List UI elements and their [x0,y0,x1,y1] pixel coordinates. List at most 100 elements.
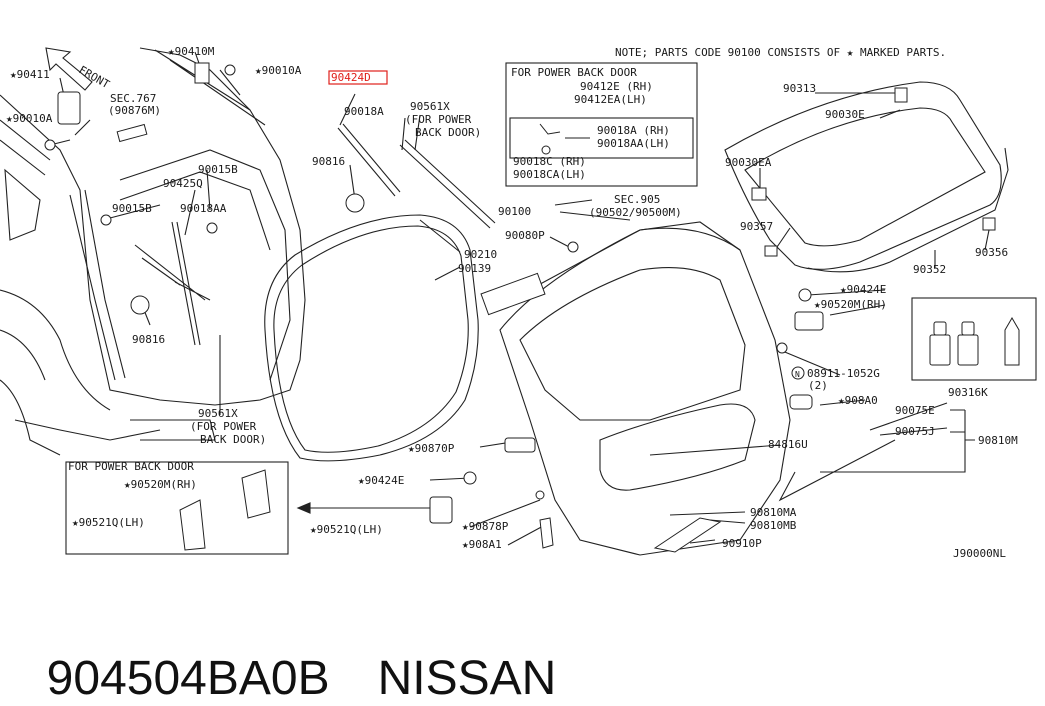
label-90018a: 90018A [344,105,384,118]
label-for-power-bot: (FOR POWER [190,420,257,433]
label-90139: 90139 [458,262,491,275]
label-back-door-bot: BACK DOOR) [200,433,266,446]
part-90878p [535,490,545,500]
body-roof [0,49,266,176]
weatherstrip-inner [273,225,469,453]
label-90520m-right: ★90520M(RH) [814,298,887,311]
label-90030e: 90030E [825,108,865,121]
part-90910p [653,517,722,553]
label-90357: 90357 [740,220,773,233]
part-90424e-left [463,471,477,485]
label-90816-top: 90816 [312,155,345,168]
box-top-line-5: 90018C (RH) [513,155,586,168]
part-90816-top [345,193,365,213]
label-90810mb: 90810MB [750,519,797,532]
box-top-line-4: 90018AA(LH) [597,137,670,150]
label-908a0: ★908A0 [838,394,878,407]
tag-sec767 [116,123,148,143]
bottle-2 [957,334,979,366]
diagram-id: J90000NL [953,547,1006,560]
part-908a0 [789,394,813,410]
label-sec767: SEC.767 [110,92,156,105]
part-90870p [504,437,536,453]
n-mark-icon [791,366,805,380]
box-bottom-title: FOR POWER BACK DOOR [68,460,194,473]
label-90075e: 90075E [895,404,935,417]
label-90210: 90210 [464,248,497,261]
label-90424d: 90424D [331,71,371,84]
box-top-line-2: 90412EA(LH) [574,93,647,106]
label-84816u: 84816U [768,438,808,451]
label-90810ma: 90810MA [750,506,797,519]
label-90410m: ★90410M [168,45,215,58]
box-bottom-line-2: ★90521Q(LH) [72,516,145,529]
bottle-1 [929,334,951,366]
part-90010a-bolt [44,139,56,151]
label-90816-left: 90816 [132,333,165,346]
parts-diagram: NOTE; PARTS CODE 90100 CONSISTS OF ★ MAR… [0,45,1037,560]
box-top-line-6: 90018CA(LH) [513,168,586,181]
part-90816-left [130,295,150,315]
part-90521q-out [429,496,453,524]
label-90561x-top: 90561X [410,100,450,113]
part-08911 [776,342,788,354]
part-90357 [764,245,778,257]
back-door-garnish [599,403,756,491]
part-90356 [982,217,996,231]
bottle-nozzle [1004,317,1020,366]
part-90411-bracket [57,91,81,125]
part-number: 904504BA0B [46,652,330,705]
part-90018aa [206,222,218,234]
part-90030ea [751,187,767,201]
body-window [4,168,41,241]
label-90356: 90356 [975,246,1008,259]
part-90410m-hinge [194,62,210,84]
part-90010a-top-bolt [224,64,236,76]
label-90010a-left: ★90010A [6,112,53,125]
label-90100: 90100 [498,205,531,218]
label-90316k: 90316K [948,386,988,399]
label-08911-qty: (2) [808,379,828,392]
part-90015b-left [100,214,112,226]
box-top-line-1: 90412E (RH) [580,80,653,93]
label-sec905: SEC.905 [614,193,660,206]
gas-strut-rod [171,221,201,346]
rear-glass-inner [744,107,986,247]
box-power-back-door-bottom [65,461,289,555]
back-door-outer [499,227,791,556]
label-90313: 90313 [783,82,816,95]
part-90030e [894,87,908,103]
body-inner [119,149,291,381]
n-mark-letter: N [795,370,800,379]
label-90018aa: 90018AA [180,202,227,215]
label-90876m: (90876M) [108,104,161,117]
caption: 904504BA0B NISSAN [20,596,557,706]
label-90352: 90352 [913,263,946,276]
front-arrow-icon [45,47,93,91]
part-90520m-right [794,311,824,331]
label-90424e-right: ★90424E [840,283,886,296]
back-door-glass [519,266,746,421]
box-90316k [911,297,1037,381]
body-pillar [69,189,126,381]
box-bottom-line-1: ★90520M(RH) [124,478,197,491]
part-90424e-right [798,288,812,302]
label-90015b-top: 90015B [198,163,238,176]
label-90910p: 90910P [722,537,762,550]
body-lower [0,379,216,456]
label-90080p: 90080P [505,229,545,242]
label-908a1: ★908A1 [462,538,502,551]
part-90520m-box [241,469,271,519]
highlight-box [328,70,388,85]
label-90075j: 90075J [895,425,935,438]
label-90030ea: 90030EA [725,156,772,169]
label-90561x-bot: 90561X [198,407,238,420]
label-90010a-top: ★90010A [255,64,302,77]
label-for-power-top: (FOR POWER [405,113,472,126]
body-quarter [0,289,161,441]
part-90080p [567,241,579,253]
glass-moulding [807,147,1009,273]
brand-name: NISSAN [377,652,557,705]
part-90139-grid [480,272,546,316]
gas-strut-center [337,123,496,229]
